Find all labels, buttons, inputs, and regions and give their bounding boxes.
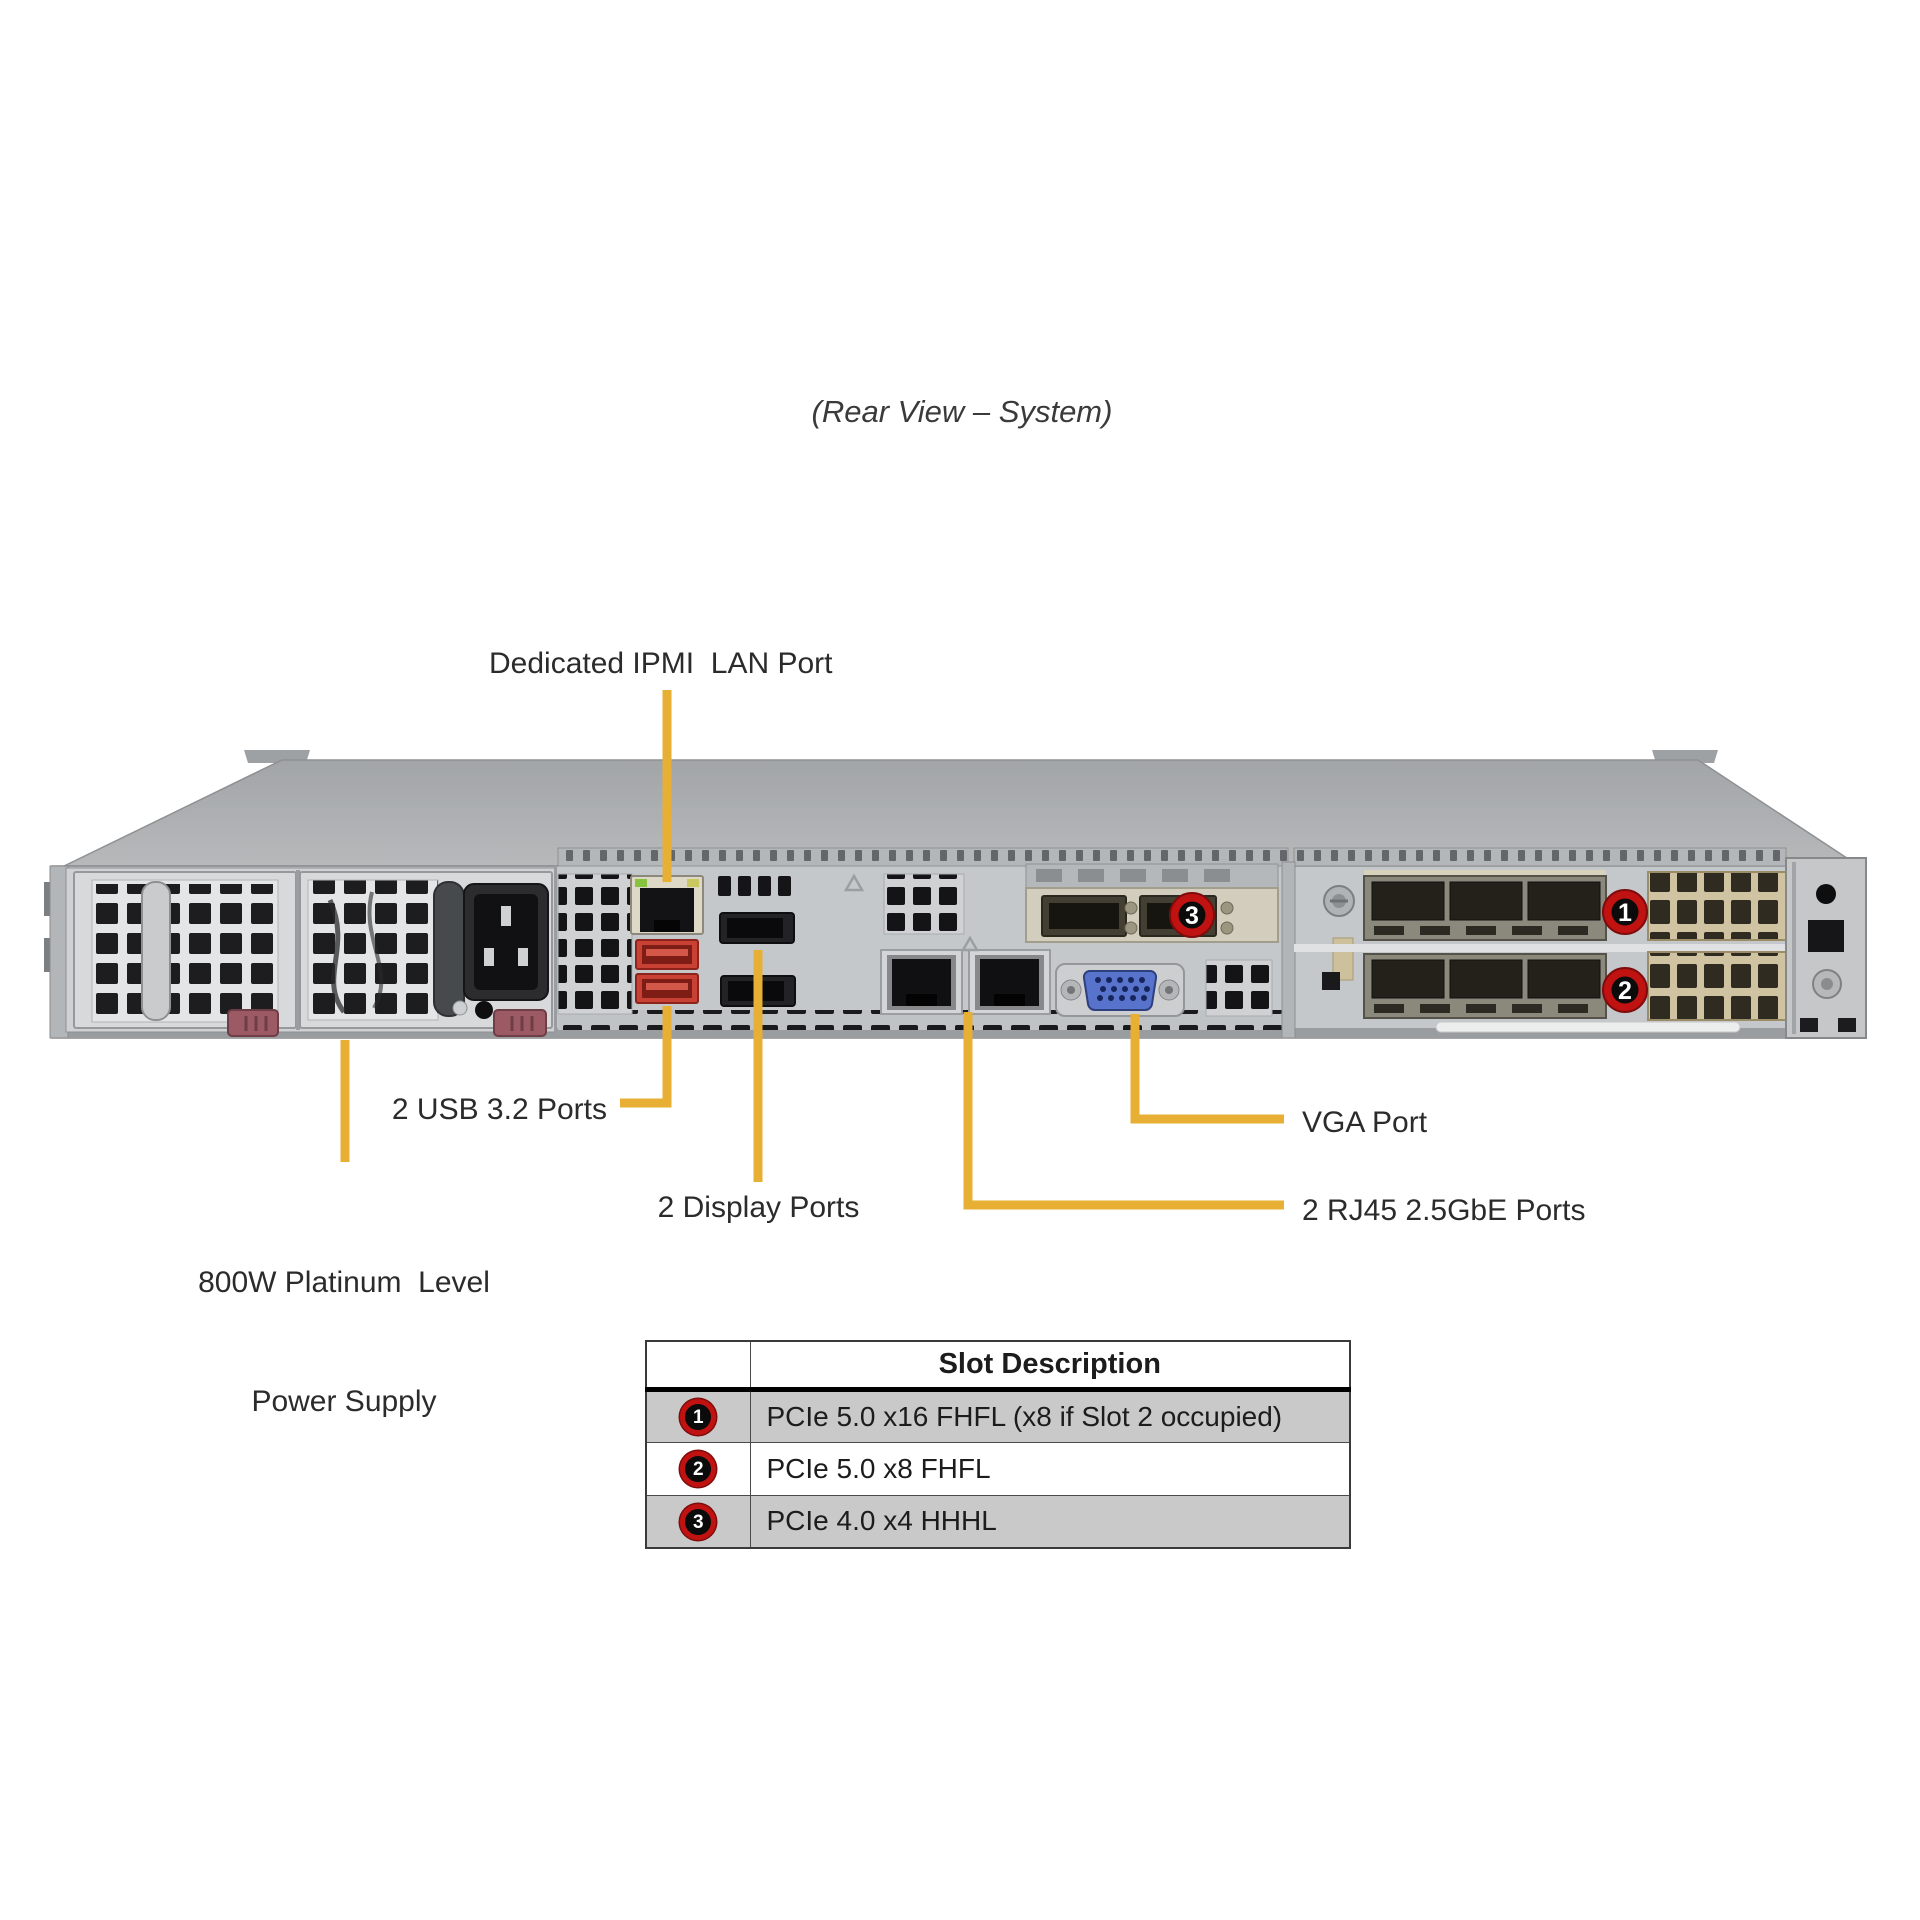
io-strip-gap [558,864,1288,870]
vga-port [1055,963,1185,1017]
slot-table-header-description: Slot Description [749,1340,1351,1390]
slot-marker-on-chassis-2: 2 [1602,967,1648,1013]
slot-marker-3: 3 [680,1504,717,1540]
left-rack-ear [44,865,69,1039]
ac-inlet [463,883,549,1001]
power-supply-1 [73,871,297,1037]
display-port-1 [719,912,795,944]
psu2-button [475,1001,493,1019]
slot2-clip [1322,972,1340,990]
vent-grid-right [1205,959,1273,1017]
slot-marker-2: 2 [680,1451,717,1488]
thumbscrew [1323,885,1355,917]
chassis-bottom-rim [52,1028,1864,1038]
ipmi-led-amber [687,879,699,887]
slot3-card [1025,863,1279,943]
psu-divider [296,870,300,1030]
io-divider [554,866,557,1036]
rj45-port-1 [880,949,963,1015]
warning-triangle-marks [843,873,980,952]
callout-ipmi-lan-label: Dedicated IPMI LAN Port [489,647,833,680]
usb-port-2 [635,973,699,1004]
slot-divider-bar [1294,944,1786,952]
slots-top-vent-strip [1293,847,1787,867]
ipmi-lan-port [630,875,704,935]
callout-vga-label: VGA Port [1302,1106,1428,1139]
table-row: 1 PCIe 5.0 x16 FHFL (x8 if Slot 2 occupi… [645,1388,1351,1443]
io-top-vent-strip [557,847,1289,867]
table-row: 3 PCIe 4.0 x4 HHHL [645,1494,1351,1549]
svg-text:2: 2 [1618,977,1632,1005]
right-rack-ear [1785,857,1867,1039]
callout-usb-label: 2 USB 3.2 Ports [391,1093,607,1126]
vent-grid-mid [883,873,965,935]
callout-psu-label-line2: Power Supply [251,1384,437,1418]
callout-line-vga [1130,1014,1284,1124]
slot-description-cell: PCIe 5.0 x8 FHFL [749,1441,1351,1496]
slot-marker-on-chassis-1: 1 [1602,889,1648,935]
rj45-port-2 [968,949,1051,1015]
page-title: (Rear View – System) [811,394,1113,429]
slot-table-header-row: Slot Description [645,1340,1351,1390]
psu1-latch [227,1009,279,1037]
vent-slots [718,876,791,896]
callout-psu-label-line1: 800W Platinum Level [198,1266,490,1300]
slot-description-table: Slot Description 1 PCIe 5.0 x16 FHFL (x8… [645,1340,1351,1549]
callout-line-usb [620,1006,672,1108]
slot-marker-on-chassis-3: 3 [1169,892,1215,938]
usb-port-1 [635,939,699,970]
svg-text:1: 1 [1618,899,1632,927]
ipmi-led-green [635,879,647,887]
callout-rj45-label: 2 RJ45 2.5GbE Ports [1302,1194,1586,1227]
callout-display-ports-label: 2 Display Ports [657,1191,860,1224]
slot-table-header-marker-col [645,1340,751,1390]
pcie-slot1-card [1363,870,1787,941]
psu2-screw [452,1000,468,1016]
svg-text:3: 3 [1185,902,1199,930]
table-row: 2 PCIe 5.0 x8 FHFL [645,1441,1351,1496]
slot-description-cell: PCIe 5.0 x16 FHFL (x8 if Slot 2 occupied… [749,1388,1351,1443]
io-vent-grid-left [557,873,633,1015]
slot-marker-1: 1 [680,1399,717,1436]
psu2-latch [493,1009,547,1037]
psu1-handle [141,881,171,1021]
slot-rail [1281,861,1296,1039]
psu2-handle [433,881,465,1017]
slot-description-cell: PCIe 4.0 x4 HHHL [749,1494,1351,1549]
power-supply-2 [299,871,553,1037]
callout-psu-label: 800W Platinum Level Power Supply [184,1184,504,1501]
callout-line-rj45 [963,1012,1284,1210]
